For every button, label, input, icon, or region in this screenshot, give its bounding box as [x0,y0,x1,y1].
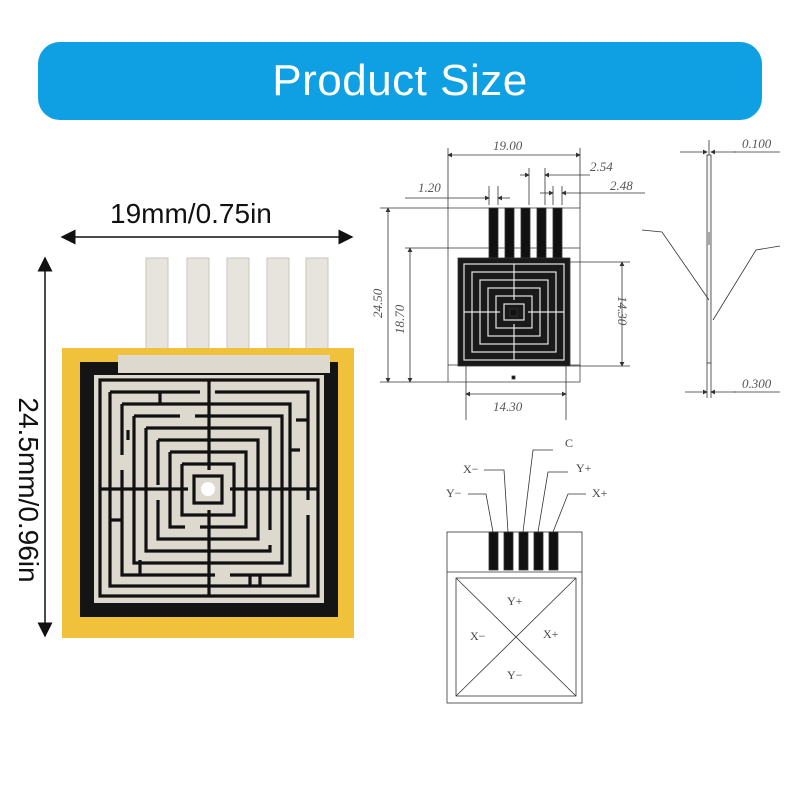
pinout-lead-1 [488,531,499,571]
drawing-lead-2 [504,207,515,259]
dim-lead-thickness: 0.100 [742,136,772,151]
drawing-lead-4 [536,207,547,259]
pinout-lead-4 [533,531,544,571]
pinout-outline [446,531,583,704]
pinout-lead-3 [518,531,529,571]
drawing-lead-3 [520,207,531,259]
dim-lead-width: 2.48 [610,178,633,193]
dim-sensor-side: 14.30 [615,296,630,326]
header-banner: Product Size [38,42,762,120]
pinout-sensor-area [455,577,577,697]
sensor-center-dot [201,482,215,496]
side-body [706,154,712,364]
dim-sensor-height: 18.70 [392,304,407,334]
pin-label-y-plus: Y+ [576,461,592,475]
dim-sensor-bottom: 14.30 [493,399,523,414]
dim-edge-offset: 1.20 [418,180,441,195]
drawing-lead-5 [552,207,563,259]
pinout-lead-2 [503,531,514,571]
dim-total-height: 24.50 [370,288,385,318]
side-view-drawing [641,140,781,398]
pin-label-y-minus: Y− [446,486,462,500]
top-view-drawing [380,148,645,420]
sensor-photo [62,257,354,638]
drawing-lead-1 [488,207,499,259]
pin-label-c: C [565,436,573,450]
dim-pitch: 2.54 [590,159,613,174]
pinout-drawing [446,449,586,704]
pin-label-x-minus: X− [463,462,479,476]
pin-label-x-plus: X+ [592,486,608,500]
zone-label-right: X+ [543,627,559,641]
dim-total-width: 19.00 [493,138,523,153]
zone-label-top: Y+ [507,594,523,608]
zone-label-left: X− [470,629,486,643]
pinout-lead-5 [548,531,559,571]
banner-title: Product Size [272,56,528,105]
zone-label-bottom: Y− [507,668,523,682]
dim-body-thickness: 0.300 [742,376,772,391]
width-dimension-label: 19mm/0.75in [110,198,272,229]
